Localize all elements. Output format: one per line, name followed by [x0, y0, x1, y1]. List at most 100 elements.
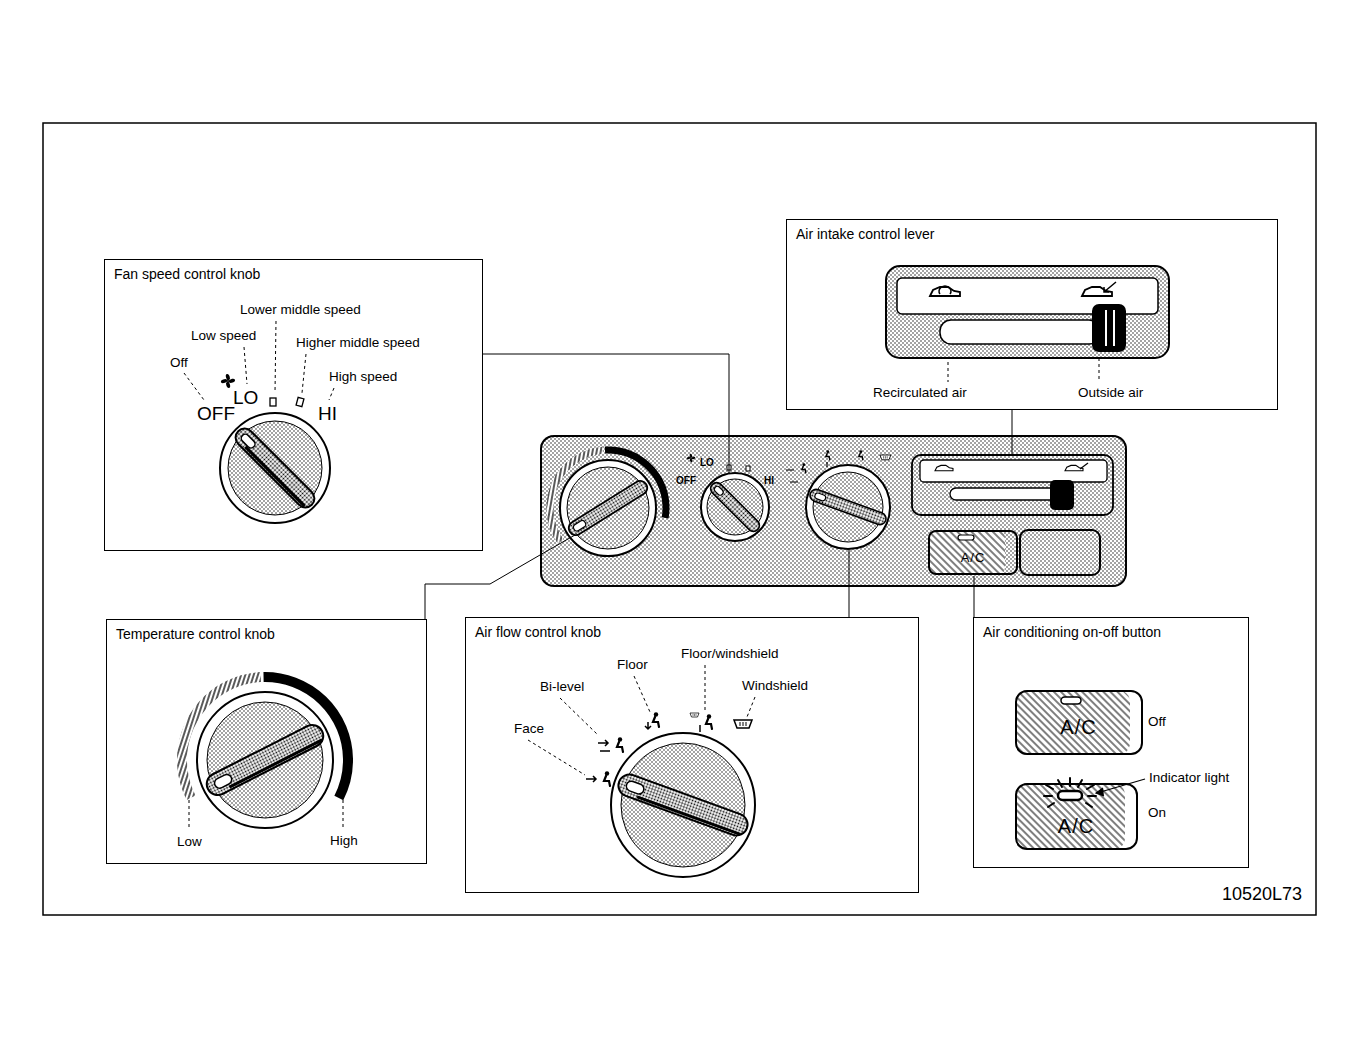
indicator-light: [1061, 697, 1081, 704]
fan-knob: [245, 447, 304, 506]
panel-airflow-knob: [806, 465, 890, 549]
leader-line: [849, 550, 850, 587]
callout-label: Outside air: [1078, 385, 1143, 402]
panel-fan-knob: [707, 479, 763, 535]
panel-intake-lever: [1080, 463, 1088, 469]
callout-box: Air intake control lever: [786, 219, 1278, 410]
airflow-icons: [699, 725, 701, 732]
leader-line: [244, 347, 247, 384]
airflow-icons: [706, 714, 712, 729]
panel-temp-knob: [566, 478, 650, 538]
indicator-light: [1058, 791, 1082, 800]
temperature-knob: [213, 773, 234, 790]
outer-frame: [43, 123, 1316, 915]
panel-airflow-knob: [808, 488, 887, 527]
button-label: A/C: [1017, 716, 1141, 739]
callout-label: Face: [514, 721, 544, 738]
temperature-knob: [197, 692, 333, 828]
airflow-icons: [653, 712, 659, 727]
callout-label: Low: [177, 834, 202, 851]
airflow-icons: [604, 771, 610, 786]
temperature-knob: [197, 692, 333, 828]
leader-arrow: [1096, 779, 1145, 796]
panel-airflow-knob: [806, 465, 890, 549]
temperature-arc: [181, 676, 350, 845]
button-label: A/C: [930, 550, 1016, 566]
blank-button: [1020, 530, 1100, 575]
callout-heading: Fan speed control knob: [114, 266, 473, 283]
leader-line: [560, 698, 598, 735]
leader-line: [705, 665, 706, 712]
panel-fan-knob: [708, 480, 762, 534]
panel-fan-icon: [687, 454, 696, 463]
panel-airflow-knob: [814, 492, 826, 501]
callout-label: Higher middle speed: [296, 335, 420, 352]
callout-heading: Air intake control lever: [796, 226, 1268, 243]
airflow-knob: [625, 780, 645, 796]
leader-line: [275, 321, 276, 393]
airflow-knob: [611, 733, 755, 877]
airflow-knob: [611, 733, 755, 877]
airflow-knob: [615, 771, 750, 838]
intake-lever: [939, 286, 951, 294]
panel-fan-icon: [687, 454, 696, 463]
callout-label: Off: [170, 355, 188, 372]
airflow-icons: [598, 740, 610, 751]
leader-arrow: [1097, 779, 1145, 793]
leader-line: [634, 676, 650, 712]
panel-intake-lever: [912, 455, 1113, 515]
leader-arrow: [1096, 788, 1104, 796]
ac-button: A/C: [1015, 783, 1138, 850]
leader-line: [528, 740, 585, 775]
leader-line: [729, 435, 730, 474]
indicator-light: [958, 535, 974, 540]
fan-knob: [228, 421, 322, 515]
callout-label: Bi-level: [540, 679, 584, 696]
panel-fan-knob: [701, 473, 769, 541]
callout-label: On: [1148, 805, 1166, 822]
leader-line: [849, 587, 850, 617]
intake-lever: [1104, 282, 1116, 292]
panel-intake-lever: [1050, 480, 1074, 510]
speed-mark: [296, 397, 304, 406]
callout-label: LO: [233, 387, 258, 409]
callout-heading: Air flow control knob: [475, 624, 909, 641]
panel-temp-knob: [560, 460, 656, 556]
fan-knob: [220, 413, 330, 523]
panel-temp-arc: [547, 447, 669, 569]
panel-temp-arc: [527, 427, 689, 589]
airflow-knob: [615, 771, 750, 838]
panel-airflow-icons: [802, 463, 806, 473]
control-panel: OFFLOHIA/C: [540, 435, 1127, 587]
leader-line: [329, 388, 334, 400]
leader-line: [1012, 410, 1013, 435]
airflow-icons: [586, 776, 596, 782]
callout-heading: Air conditioning on-off button: [983, 624, 1239, 641]
panel-fan-knob: [701, 473, 769, 541]
panel-intake-lever: [935, 465, 953, 470]
fan-knob: [232, 425, 318, 511]
callout-label: Off: [1148, 714, 1166, 731]
figure-number: 10520L73: [1222, 884, 1302, 905]
callout-label: High speed: [329, 369, 397, 386]
leader-line: [343, 800, 344, 830]
speed-mark: [746, 466, 750, 471]
callout-label: OFF: [197, 403, 235, 425]
control-panel: [540, 435, 1127, 587]
panel-temp-knob: [560, 460, 656, 556]
panel-marking: HI: [764, 475, 774, 487]
callout-label: Low speed: [191, 328, 256, 345]
intake-lever: [1106, 310, 1114, 346]
airflow-icons: [617, 737, 623, 752]
leader-line: [184, 373, 204, 400]
speed-mark: [270, 398, 276, 406]
panel-intake-lever: [920, 460, 1107, 482]
leader-line: [302, 354, 306, 393]
leader-line: [189, 800, 190, 830]
callout-label: Indicator light: [1149, 770, 1229, 787]
panel-temp-arc: [527, 427, 689, 589]
